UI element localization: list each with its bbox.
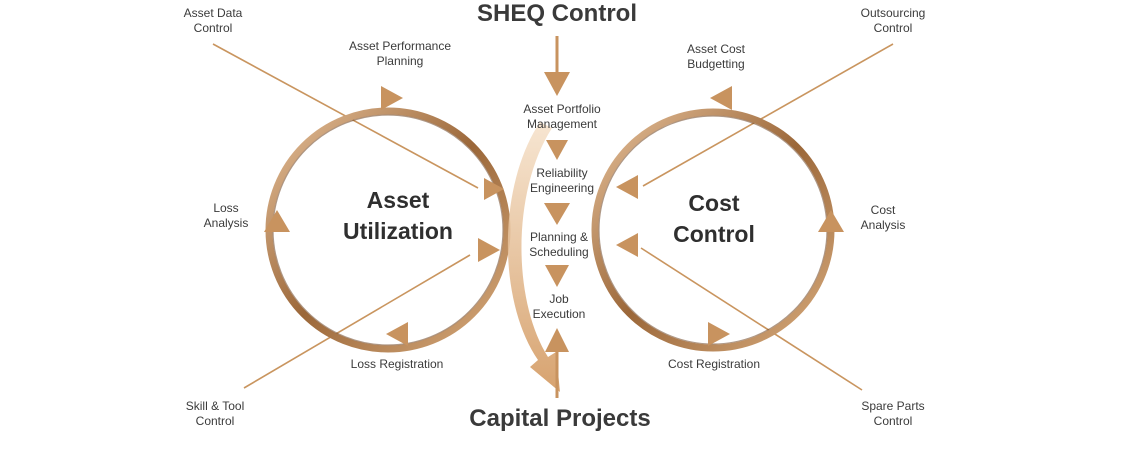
- asset-utilization-title: Asset Utilization: [343, 187, 453, 244]
- step-planning-scheduling: Planning & Scheduling: [529, 230, 589, 259]
- left-ring-arrow-top: [381, 86, 403, 110]
- label-outsourcing-control: Outsourcing Control: [860, 6, 926, 35]
- line-skill-tool: [243, 254, 471, 389]
- sheq-arrow-head: [544, 72, 570, 96]
- right-ring-arrow-right: [818, 210, 844, 232]
- capital-projects-title: Capital Projects: [469, 405, 651, 432]
- label-asset-data-control: Asset Data Control: [183, 6, 243, 35]
- label-skill-tool-control: Skill & Tool Control: [185, 399, 245, 428]
- sheq-control-title: SHEQ Control: [477, 0, 637, 27]
- label-spare-parts-control: Spare Parts Control: [861, 399, 925, 428]
- left-ring-arrow-right-2: [478, 238, 500, 262]
- right-ring-arrow-left-2: [616, 233, 638, 257]
- label-cost-registration: Cost Registration: [667, 357, 761, 371]
- left-ring-arrow-bottom: [386, 322, 408, 346]
- right-ring-arrow-top: [710, 86, 732, 110]
- label-loss-registration: Loss Registration: [350, 357, 444, 371]
- step-arrow-3: [545, 265, 569, 287]
- line-outsourcing: [642, 43, 894, 187]
- label-cost-analysis: Cost Analysis: [860, 203, 906, 232]
- line-spare-parts: [640, 247, 863, 391]
- step-reliability-engineering: Reliability Engineering: [529, 166, 595, 195]
- label-asset-cost-budgetting: Asset Cost Budgetting: [686, 42, 746, 71]
- step-asset-portfolio-management: Asset Portfolio Management: [523, 102, 601, 131]
- left-ring-arrow-left: [264, 210, 290, 232]
- cost-control-title: Cost Control: [673, 190, 755, 247]
- curved-flow-arrow: [507, 122, 560, 392]
- right-ring-arrow-left-1: [616, 175, 638, 199]
- label-asset-performance-planning: Asset Performance Planning: [348, 39, 452, 68]
- right-ring-arrow-bottom: [708, 322, 730, 346]
- step-arrow-1: [546, 140, 568, 160]
- left-ring-arrow-right-1: [484, 178, 504, 200]
- label-loss-analysis: Loss Analysis: [203, 201, 249, 230]
- step-arrow-2: [544, 203, 570, 225]
- capital-arrow-head: [545, 328, 569, 352]
- step-job-execution: Job Execution: [532, 292, 586, 321]
